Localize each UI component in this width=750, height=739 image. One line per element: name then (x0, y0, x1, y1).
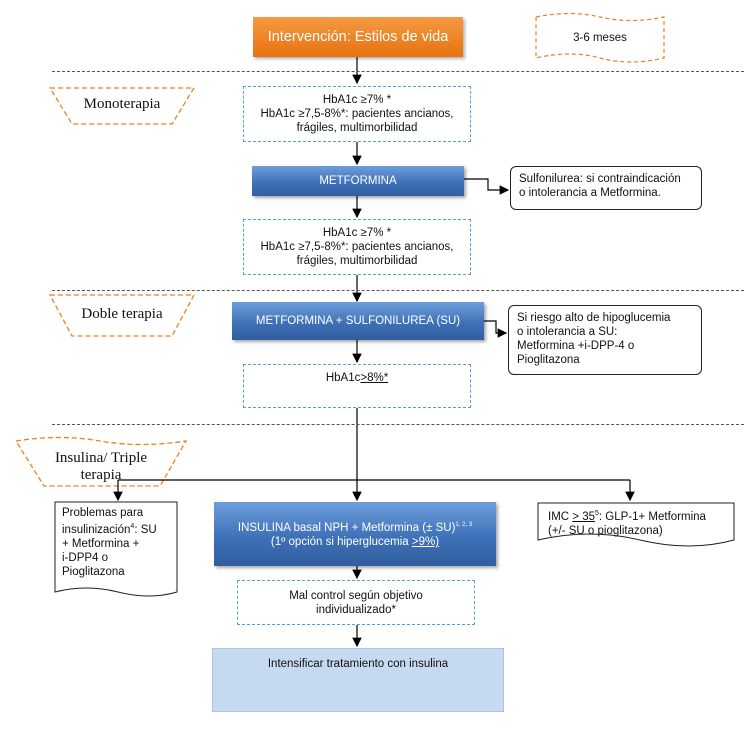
left-line-2-text: insulinización (62, 523, 131, 536)
sulfonilurea-alt-line-1: Sulfonilurea: si contraindicación (519, 173, 681, 185)
left-line-2-rest: : SU (134, 523, 157, 536)
hipoglucemia-alt-line-2: o intolerancia a SU: (517, 326, 618, 338)
imc-glp1-box: IMC > 355: GLP-1+ Metformina (+/- SU o p… (548, 507, 734, 539)
left-line-2-sup: 4 (130, 523, 135, 530)
metformina-box: METFORMINA (252, 166, 464, 196)
imc-val: > 35 (572, 510, 595, 523)
left-line-4: i-DPP4 o (62, 551, 109, 564)
monoterapia-target-box: HbA1c ≥7% * HbA1c ≥7,5-8%*: pacientes an… (243, 86, 471, 142)
target2-line-1: HbA1c ≥7% * (322, 227, 392, 239)
metformina-su-box: METFORMINA + SULFONILUREA (SU) (232, 302, 484, 340)
monoterapia-label-box: Monoterapia (66, 90, 178, 118)
hipoglucemia-alt-line-3: Metformina +i-DPP-4 o (517, 340, 635, 352)
intensificar-label: Intensificar tratamiento con insulina (267, 658, 449, 670)
sulfonilurea-alt-box: Sulfonilurea: si contraindicación o into… (510, 166, 702, 210)
mal-control-line-2: individualizado* (316, 603, 396, 616)
triple-label-line-2: terapia (80, 467, 122, 483)
duration-label-box: 3-6 meses (538, 20, 662, 56)
insulinizacion-problems-box: Problemas para insulinización4: SU + Met… (62, 506, 174, 588)
metformina-su-label: METFORMINA + SULFONILUREA (SU) (255, 315, 461, 327)
monoterapia-target-box-2: HbA1c ≥7% * HbA1c ≥7,5-8%*: pacientes an… (243, 219, 471, 275)
duration-label: 3-6 meses (573, 32, 627, 44)
mal-control-line-1: Mal control según objetivo (289, 589, 423, 602)
imc-sup: 5 (594, 510, 599, 517)
triple-label-line-1: Insulina/ Triple (54, 450, 148, 466)
monoterapia-label: Monoterapia (83, 95, 161, 112)
target-line-2: HbA1c ≥7,5-8%*: pacientes ancianos, (260, 108, 454, 120)
doble-target-box: HbA1c>8%* (243, 364, 471, 408)
imc-rest: : GLP-1+ Metformina (598, 510, 706, 523)
mal-control-box: Mal control según objetivo individualiza… (237, 580, 475, 625)
divider-triple-terapia (52, 424, 744, 425)
divider-monoterapia (52, 71, 744, 72)
left-document-shape (54, 501, 178, 597)
hipoglucemia-alt-box: Si riesgo alto de hipoglucemia o intoler… (508, 305, 702, 375)
right-document-shape (537, 502, 735, 547)
lifestyle-intervention-box: Intervención: Estilos de vida (253, 17, 463, 57)
target2-line-3: frágiles, multimorbilidad (296, 255, 418, 267)
hipoglucemia-alt-line-1: Si riesgo alto de hipoglucemia (517, 312, 671, 324)
imc-pre: IMC (548, 510, 573, 523)
doble-terapia-label: Doble terapia (81, 305, 163, 322)
doble-target-value: >8%* (360, 372, 389, 384)
doble-target-prefix: HbA1c (325, 372, 361, 384)
divider-doble-terapia (52, 290, 744, 291)
target2-line-2: HbA1c ≥7,5-8%*: pacientes ancianos, (260, 241, 454, 253)
insulina-line-2-val: >9%) (411, 536, 440, 549)
duration-shape (535, 12, 665, 63)
insulina-line-1: INSULINA basal NPH + Metformina (± SU) (237, 521, 456, 534)
lifestyle-intervention-title: Intervención: Estilos de vida (267, 29, 449, 45)
left-line-1: Problemas para (62, 507, 144, 519)
left-line-3: + Metformina + (62, 537, 140, 550)
triple-terapia-shape (14, 436, 188, 487)
doble-terapia-shape (48, 294, 196, 337)
hipoglucemia-alt-line-4: Pioglitazona (517, 354, 580, 366)
metformina-label: METFORMINA (319, 175, 397, 187)
imc-line-2: (+/- SU o pioglitazona) (548, 524, 663, 537)
sulfonilurea-alt-line-2: o intolerancia a Metformina. (519, 187, 661, 199)
triple-terapia-label-box: Insulina/ Triple terapia (36, 450, 166, 484)
target-line-3: frágiles, multimorbilidad (296, 122, 418, 134)
target-line-1: HbA1c ≥7% * (322, 94, 392, 106)
monoterapia-shape (48, 87, 196, 125)
left-line-5: Pioglitazona (62, 565, 125, 578)
insulina-basal-box: INSULINA basal NPH + Metformina (± SU)1,… (214, 502, 496, 566)
doble-terapia-label-box: Doble terapia (66, 300, 178, 328)
insulina-line-1-sup: 1, 2, 3 (455, 521, 473, 528)
intensificar-box: Intensificar tratamiento con insulina (212, 648, 504, 712)
insulina-line-2-pre: (1º opción si hiperglucemia (270, 536, 412, 549)
